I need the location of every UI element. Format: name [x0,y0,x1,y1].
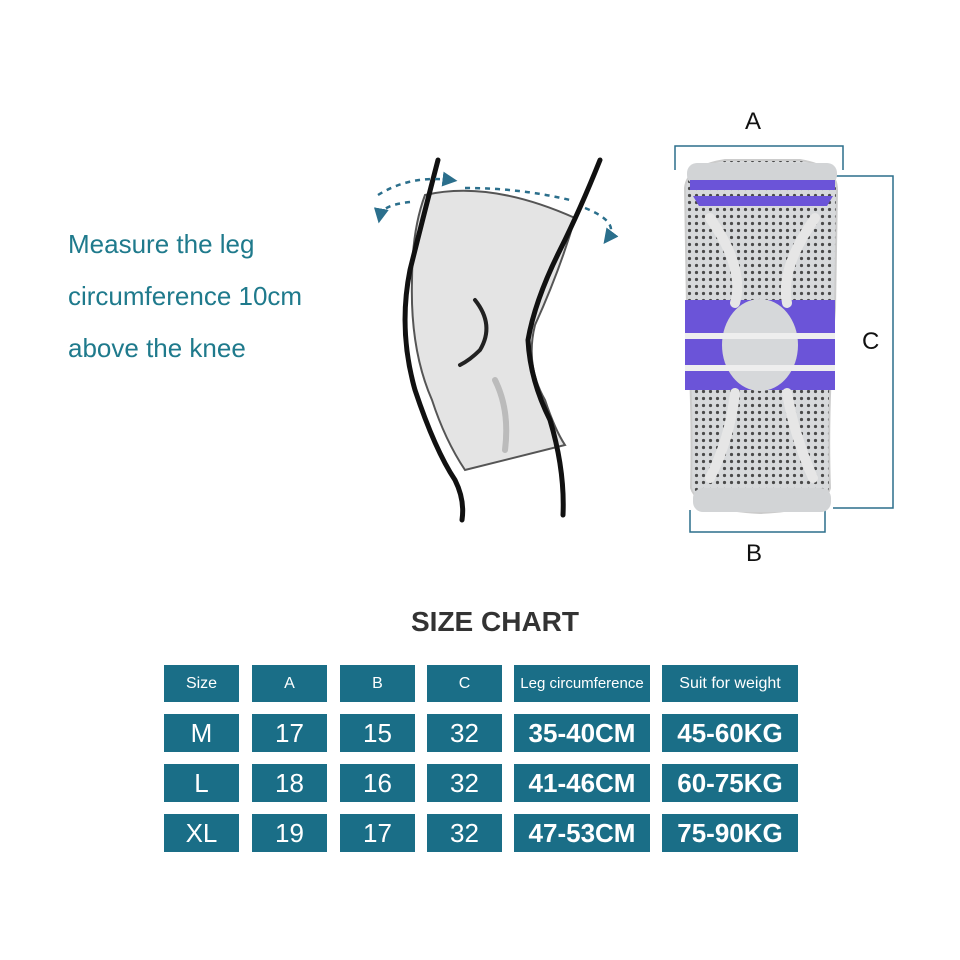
measure-arrow-top-right [464,186,571,202]
cell-leg-circumference: 47-53CM [514,814,650,852]
cell-suit-for-weight: 45-60KG [662,714,798,752]
dimension-b-label: B [746,540,763,567]
sleeve-spring-left-lower [705,388,740,483]
cell-b: 17 [340,814,415,852]
cell-a: 17 [252,714,327,752]
header-c: C [427,665,502,702]
dimension-b-bracket [689,510,826,533]
cell-leg-circumference: 41-46CM [514,764,650,802]
sleeve-stripe-1 [685,333,835,339]
cell-b: 16 [340,764,415,802]
header-a: A [252,665,327,702]
cell-suit-for-weight: 60-75KG [662,764,798,802]
instruction-line-3: above the knee [68,333,246,363]
sleeve-spring-right [780,213,820,308]
header-b: B [340,665,415,702]
size-chart-title: SIZE CHART [411,606,579,637]
header-suit-for-weight: Suit for weight [662,665,798,702]
cell-size: XL [164,814,239,852]
sleeve-spring-right-lower [782,388,818,483]
dimension-a-bracket [674,145,844,170]
sleeve-top-band-lower [693,196,833,206]
instruction-line-2: circumference 10cm [68,281,303,311]
knee-sleeve-figure [674,145,894,533]
cell-b: 15 [340,714,415,752]
cell-a: 18 [252,764,327,802]
cell-c: 32 [427,814,502,852]
dimension-c-bracket [833,175,894,509]
cell-size: L [164,764,239,802]
measure-instruction: Measure the leg circumference 10cm above… [68,218,388,374]
dimension-a-label: A [745,108,762,135]
sleeve-bottom-cuff [693,488,831,512]
cell-size: M [164,714,239,752]
header-leg-circumference: Leg circumference [514,665,650,702]
leg-front-outline [525,157,603,518]
cell-c: 32 [427,764,502,802]
sleeve-patella-ring [722,299,798,391]
leg-back-outline [402,157,466,523]
header-size: Size [164,665,239,702]
dimension-c-label: C [862,328,880,355]
cell-suit-for-weight: 75-90KG [662,814,798,852]
calf-shading [492,377,510,453]
cell-c: 32 [427,714,502,752]
knee-measurement-illustration [373,157,619,523]
cell-leg-circumference: 35-40CM [514,714,650,752]
sleeve-top-band [690,180,835,190]
cell-a: 19 [252,814,327,852]
measure-arrow-right [584,206,619,245]
sleeve-spring-left [705,213,743,308]
sleeve-stripe-2 [685,365,835,371]
measure-arrow-left [373,200,411,224]
kneecap-curve [458,298,489,367]
instruction-line-1: Measure the leg [68,229,255,259]
sleeve-top-cuff [687,163,837,185]
